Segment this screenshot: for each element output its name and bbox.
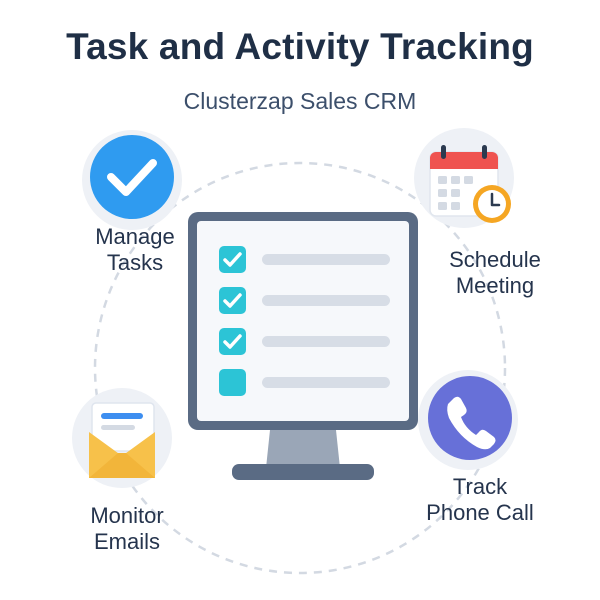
calendar-clock-icon (414, 128, 514, 228)
monitor-checklist (219, 246, 390, 396)
checked-checkbox-icon (219, 287, 246, 314)
check-mark-icon (223, 252, 242, 267)
page-subtitle: Clusterzap Sales CRM (183, 88, 417, 114)
checklist-row (219, 246, 390, 273)
checklist-text-placeholder (262, 295, 390, 306)
checked-checkbox-icon (219, 328, 246, 355)
check-mark-icon (223, 293, 242, 308)
checklist-text-placeholder (262, 254, 390, 265)
feature-label-manage-tasks: Manage Tasks (95, 224, 175, 275)
checklist-row (219, 369, 390, 396)
feature-label-track-phone-call: Track Phone Call (426, 474, 534, 525)
checklist-text-placeholder (262, 377, 390, 388)
check-mark-icon (223, 334, 242, 349)
phone-icon (418, 370, 518, 470)
feature-label-monitor-emails: Monitor Emails (90, 503, 164, 554)
checklist-row (219, 287, 390, 314)
dashed-ring (93, 161, 507, 575)
envelope-icon (72, 388, 172, 488)
checkmark-circle-icon (82, 130, 182, 230)
checklist-row (219, 328, 390, 355)
page-title: Task and Activity Tracking (66, 26, 534, 67)
feature-label-schedule-meeting: Schedule Meeting (449, 247, 541, 298)
checklist-text-placeholder (262, 336, 390, 347)
unchecked-checkbox-icon (219, 369, 246, 396)
checked-checkbox-icon (219, 246, 246, 273)
